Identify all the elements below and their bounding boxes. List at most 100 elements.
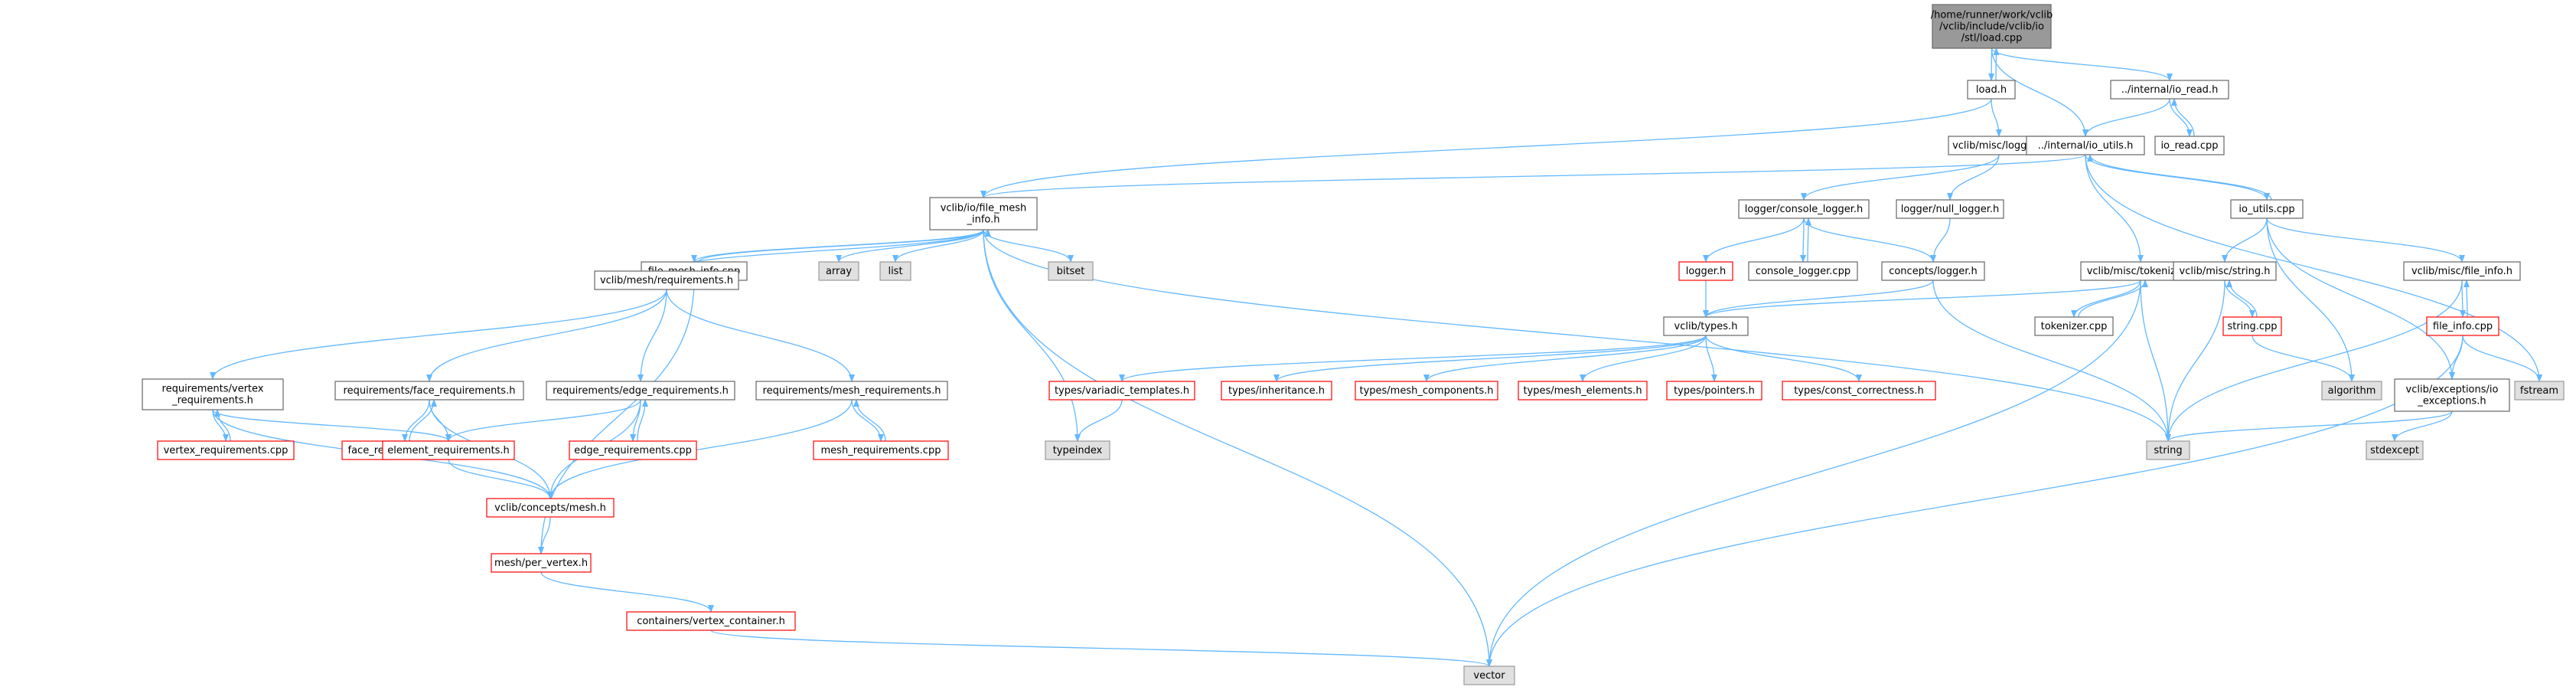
edge-misc_logger_h-to-logger_null_logger_h bbox=[1947, 154, 2000, 201]
node-label: string.cpp bbox=[2227, 321, 2277, 332]
edge-mesh_requirements_h-to-req_mesh_requirements_h bbox=[666, 289, 855, 382]
edge-req_mesh_requirements_h-to-mesh_requirements_cpp bbox=[851, 399, 884, 442]
node-label: logger/null_logger.h bbox=[1901, 204, 2000, 215]
node-types-pointers-h[interactable]: types/pointers.h bbox=[1666, 381, 1762, 401]
node-concepts-mesh-h[interactable]: vclib/concepts/mesh.h bbox=[486, 498, 615, 518]
edge-internal_io_utils_h-to-io_utils_cpp bbox=[2085, 154, 2270, 201]
node-label: /home/runner/work/vclib bbox=[1931, 10, 2053, 21]
node-algorithm[interactable]: algorithm bbox=[2321, 381, 2382, 401]
node-file-info-cpp[interactable]: file_info.cpp bbox=[2426, 316, 2499, 336]
node-label: console_logger.cpp bbox=[1756, 266, 1850, 277]
edge-mesh_requirements_h-to-req_edge_requirements_h bbox=[637, 289, 667, 382]
node-root[interactable]: /home/runner/work/vclib/vclib/include/vc… bbox=[1931, 4, 2053, 49]
node-label: stdexcept bbox=[2370, 445, 2419, 456]
node-types-variadic-templates-h[interactable]: types/variadic_templates.h bbox=[1048, 381, 1195, 401]
node-string[interactable]: string bbox=[2146, 440, 2190, 460]
node-internal-io-read-h[interactable]: ../internal/io_read.h bbox=[2110, 80, 2229, 100]
node-box bbox=[879, 261, 911, 281]
node-element-requirements-h[interactable]: element_requirements.h bbox=[382, 440, 515, 460]
node-edge-requirements-cpp[interactable]: edge_requirements.cpp bbox=[569, 440, 697, 460]
node-fstream[interactable]: fstream bbox=[2514, 381, 2565, 401]
node-logger-h[interactable]: logger.h bbox=[1678, 261, 1733, 281]
edge-mesh_per_vertex_h-to-containers_vertex_container_h bbox=[540, 571, 714, 613]
node-console-logger-cpp[interactable]: console_logger.cpp bbox=[1748, 261, 1858, 281]
edge-tokenizer_cpp-to-misc_tokenizer_h bbox=[2078, 280, 2148, 318]
node-box bbox=[929, 197, 1038, 231]
node-types-inheritance-h[interactable]: types/inheritance.h bbox=[1221, 381, 1332, 401]
node-box bbox=[2366, 440, 2424, 460]
node-box bbox=[1782, 381, 1936, 401]
node-vertex-requirements-cpp[interactable]: vertex_requirements.cpp bbox=[157, 440, 295, 460]
edge-root-to-internal_io_utils_h bbox=[1991, 47, 2089, 137]
node-label: mesh_requirements.cpp bbox=[821, 445, 941, 456]
node-internal-io-utils-h[interactable]: ../internal/io_utils.h bbox=[2026, 136, 2145, 155]
edge-internal_io_utils_h-to-file_mesh_info_h bbox=[980, 154, 2086, 198]
node-bitset[interactable]: bitset bbox=[1048, 261, 1094, 281]
node-req-edge-requirements-h[interactable]: requirements/edge_requirements.h bbox=[546, 381, 735, 401]
edge-vclib_types_h-to-types_variadic_templates_h bbox=[1119, 335, 1707, 382]
node-mesh-per-vertex-h[interactable]: mesh/per_vertex.h bbox=[491, 553, 592, 573]
node-mesh-requirements-cpp[interactable]: mesh_requirements.cpp bbox=[813, 440, 949, 460]
edge-mesh_requirements_cpp-to-req_mesh_requirements_h bbox=[853, 399, 886, 442]
node-stdexcept[interactable]: stdexcept bbox=[2366, 440, 2424, 460]
node-io-read-cpp[interactable]: io_read.cpp bbox=[2154, 136, 2225, 155]
node-label: requirements/face_requirements.h bbox=[344, 385, 516, 397]
edge-misc_tokenizer_h-to-tokenizer_cpp bbox=[2071, 280, 2141, 318]
node-box bbox=[1678, 261, 1733, 281]
node-box bbox=[755, 381, 948, 401]
node-tokenizer-cpp[interactable]: tokenizer.cpp bbox=[2034, 316, 2114, 336]
node-types-mesh-elements-h[interactable]: types/mesh_elements.h bbox=[1518, 381, 1648, 401]
edge-face_requirements_cpp-to-req_face_requirements_h bbox=[409, 399, 437, 442]
edge-misc_tokenizer_h-to-vclib_types_h bbox=[1703, 280, 2141, 318]
node-logger-console-logger-h[interactable]: logger/console_logger.h bbox=[1738, 199, 1870, 219]
node-box bbox=[1932, 4, 2052, 49]
node-box bbox=[2110, 80, 2229, 100]
node-string-cpp[interactable]: string.cpp bbox=[2222, 316, 2282, 336]
node-list[interactable]: list bbox=[879, 261, 911, 281]
node-logger-null-logger-h[interactable]: logger/null_logger.h bbox=[1896, 199, 2004, 219]
node-box bbox=[818, 261, 859, 281]
node-mesh-requirements-h[interactable]: vclib/mesh/requirements.h bbox=[594, 270, 739, 290]
node-vector[interactable]: vector bbox=[1463, 665, 1515, 685]
node-box bbox=[1045, 440, 1110, 460]
node-misc-string-h[interactable]: vclib/misc/string.h bbox=[2173, 261, 2277, 281]
node-io-utils-cpp[interactable]: io_utils.cpp bbox=[2230, 199, 2304, 219]
node-types-mesh-components-h[interactable]: types/mesh_components.h bbox=[1355, 381, 1498, 401]
node-typeindex[interactable]: typeindex bbox=[1045, 440, 1110, 460]
node-req-vertex-requirements-h[interactable]: requirements/vertex_requirements.h bbox=[142, 378, 284, 410]
node-box bbox=[594, 270, 739, 290]
node-label: vclib/exceptions/io bbox=[2406, 384, 2499, 396]
node-containers-vertex-container-h[interactable]: containers/vertex_container.h bbox=[626, 611, 796, 631]
node-box bbox=[1355, 381, 1498, 401]
node-box bbox=[2230, 199, 2304, 219]
edge-vclib_types_h-to-types_mesh_components_h bbox=[1423, 335, 1707, 382]
node-vclib-types-h[interactable]: vclib/types.h bbox=[1663, 316, 1749, 336]
edge-internal_io_utils_h-to-misc_tokenizer_h bbox=[2085, 154, 2144, 263]
node-load-h[interactable]: load.h bbox=[1967, 80, 2016, 100]
node-req-face-requirements-h[interactable]: requirements/face_requirements.h bbox=[334, 381, 524, 401]
node-label: vclib/misc/file_info.h bbox=[2411, 266, 2512, 277]
edge-exceptions_io_exceptions_h-to-stdexcept bbox=[2392, 410, 2453, 442]
node-box bbox=[491, 553, 592, 573]
node-box bbox=[2154, 136, 2225, 155]
node-misc-file-info-h[interactable]: vclib/misc/file_info.h bbox=[2403, 261, 2521, 281]
node-exceptions-io-exceptions-h[interactable]: vclib/exceptions/io_exceptions.h bbox=[2394, 378, 2510, 412]
node-req-mesh-requirements-h[interactable]: requirements/mesh_requirements.h bbox=[755, 381, 948, 401]
node-label: containers/vertex_container.h bbox=[637, 616, 785, 627]
node-label: element_requirements.h bbox=[387, 445, 509, 456]
node-box bbox=[2173, 261, 2277, 281]
nodes-layer: /home/runner/work/vclib/vclib/include/vc… bbox=[142, 4, 2565, 685]
node-box bbox=[2403, 261, 2521, 281]
node-label: bitset bbox=[1057, 266, 1085, 277]
edge-vclib_types_h-to-types_pointers_h bbox=[1705, 335, 1717, 382]
node-array[interactable]: array bbox=[818, 261, 859, 281]
edge-req_mesh_requirements_h-to-concepts_mesh_h bbox=[547, 399, 853, 499]
node-concepts-logger-h[interactable]: concepts/logger.h bbox=[1881, 261, 1985, 281]
edge-load_h-to-root bbox=[1993, 47, 2000, 81]
edge-vclib_types_h-to-types_const_correctness_h bbox=[1705, 335, 1862, 382]
node-types-const-correctness-h[interactable]: types/const_correctness.h bbox=[1782, 381, 1936, 401]
node-file-mesh-info-h[interactable]: vclib/io/file_mesh_info.h bbox=[929, 197, 1038, 231]
edge-logger_null_logger_h-to-concepts_logger_h bbox=[1930, 217, 1951, 263]
edge-mesh_requirements_h-to-req_face_requirements_h bbox=[426, 289, 667, 382]
